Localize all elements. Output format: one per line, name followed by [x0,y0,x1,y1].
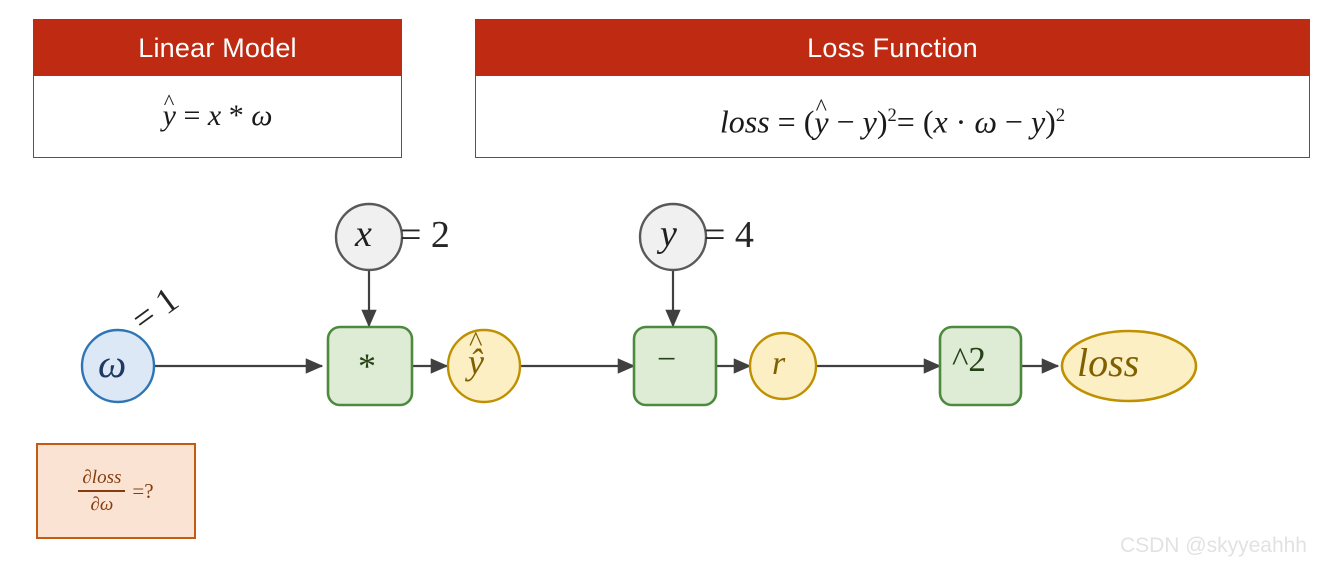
linear-omega-symbol: ω [251,99,273,132]
loss-function-panel: Loss Function loss = (^y − y)2= (x · ω −… [475,19,1310,158]
node-subtract-op[interactable] [632,325,718,407]
linear-model-formula: ^y = x * ω [34,76,401,156]
watermark-text: CSDN @skyyeahhh [1119,534,1307,557]
loss-omega-symbol: ω [974,103,997,140]
loss-equals-1: = [777,103,796,140]
node-square-op[interactable] [938,325,1023,407]
graph-edges [153,270,1060,374]
loss-minus-2: − [1004,103,1023,140]
node-omega[interactable] [80,328,156,404]
derivative-expression: ∂loss ∂ω =? [78,466,154,516]
fraction-bar [78,490,126,492]
linear-model-title: Linear Model [34,20,401,76]
loss-dot-op: · [955,103,967,140]
loss-word: loss [719,103,770,140]
linear-yhat-symbol: y [162,99,176,132]
derivative-equals-question: =? [132,478,154,503]
node-loss[interactable] [1060,329,1198,403]
loss-lparen-1: ( [803,103,815,140]
derivative-numerator: ∂loss [82,466,122,488]
linear-equals: = [183,99,201,132]
node-r[interactable] [748,331,818,401]
node-yhat[interactable] [446,328,522,404]
loss-function-formula: loss = (^y − y)2= (x · ω − y)2 [476,76,1309,162]
hat-accent-yhat-linear: ^ [163,89,175,114]
derivative-fraction: ∂loss ∂ω [78,466,126,516]
loss-rparen-2: ) [1045,103,1056,140]
x-value-label: = 2 [400,214,450,256]
loss-exponent-1: 2 [887,105,897,126]
loss-x-symbol: x [933,103,948,140]
linear-x-symbol: x [207,99,222,132]
derivative-denominator: ∂ω [90,494,114,515]
loss-y-symbol-1: y [862,103,877,140]
loss-lparen-2: ( [922,103,934,140]
linear-model-panel: Linear Model ^y = x * ω [33,19,402,158]
loss-y-symbol-2: y [1030,103,1046,140]
linear-multiply-op: * [228,99,244,132]
loss-rparen-1: ) [876,103,888,140]
node-multiply-op[interactable] [326,325,414,407]
node-x[interactable] [334,202,404,272]
loss-function-title: Loss Function [476,20,1309,76]
derivative-question-box: ∂loss ∂ω =? [36,443,196,539]
y-value-label: = 4 [704,214,754,256]
loss-exponent-2: 2 [1055,105,1066,126]
loss-minus-1: − [836,103,855,140]
node-y[interactable] [638,202,708,272]
hat-accent-yhat-loss: ^ [815,94,827,121]
loss-equals-2: = [896,103,915,140]
loss-yhat-symbol: y [814,103,829,140]
